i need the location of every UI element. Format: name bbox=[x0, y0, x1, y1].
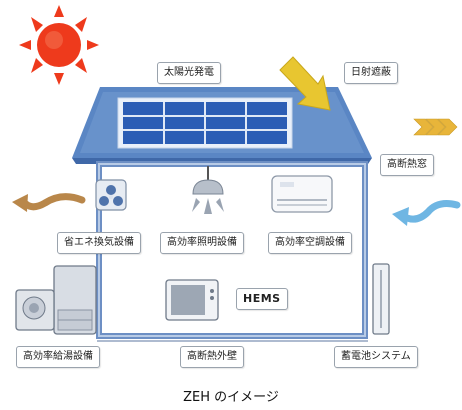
exhaust-air-arrow-icon bbox=[12, 193, 86, 212]
air-conditioner-icon bbox=[271, 175, 333, 213]
label-insulated-window: 高断熱窓 bbox=[380, 154, 434, 176]
label-sun-shading: 日射遮蔽 bbox=[344, 62, 398, 84]
figure-caption: ZEH のイメージ bbox=[183, 390, 279, 405]
ceiling-light-icon bbox=[192, 166, 224, 214]
label-insulated-wall: 高断熱外壁 bbox=[180, 346, 244, 368]
label-solar-power: 太陽光発電 bbox=[157, 62, 221, 84]
heat-arrows-icon bbox=[413, 118, 458, 136]
label-hems: HEMS bbox=[236, 288, 288, 310]
sunshade-arrow-icon bbox=[279, 56, 331, 111]
ventilation-fan-icon bbox=[95, 179, 127, 211]
label-storage-battery: 蓄電池システム bbox=[334, 346, 418, 368]
solar-panel-icon bbox=[117, 97, 293, 149]
television-icon bbox=[165, 279, 219, 321]
label-water-heater: 高効率給湯設備 bbox=[16, 346, 100, 368]
cool-air-arrow-icon bbox=[392, 200, 461, 226]
label-air-conditioning: 高効率空調設備 bbox=[268, 232, 352, 254]
label-lighting: 高効率照明設備 bbox=[160, 232, 244, 254]
water-heater-icon bbox=[15, 265, 97, 335]
label-ventilation: 省エネ換気設備 bbox=[57, 232, 141, 254]
storage-battery-icon bbox=[372, 263, 390, 335]
sun-icon bbox=[19, 5, 99, 85]
